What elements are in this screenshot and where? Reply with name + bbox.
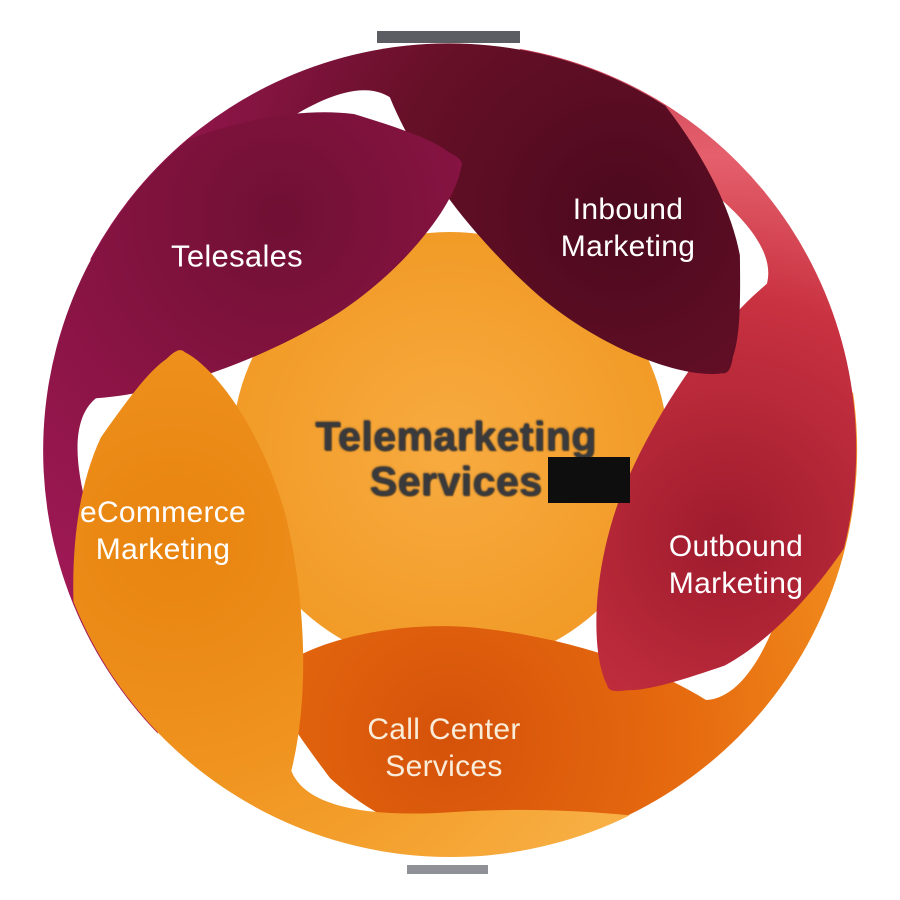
label-telesales: Telesales: [171, 238, 303, 275]
label-ecommerce-line1: eCommerce: [79, 496, 247, 529]
label-outbound-line2: Marketing: [668, 567, 804, 600]
segment-ecommerce-marketing: [73, 350, 630, 858]
label-inbound-line2: Marketing: [560, 230, 696, 263]
artifact-top-gray-band: [377, 31, 520, 43]
label-inbound-marketing: Inbound Marketing: [561, 191, 695, 265]
segment-telesales: [43, 112, 462, 734]
label-call-center-services: Call Center Services: [367, 711, 520, 785]
label-telesales-line1: Telesales: [171, 238, 303, 274]
label-call-center-line2: Services: [385, 750, 503, 783]
center-title-line2: Services: [369, 458, 543, 504]
segment-call-center-services: [271, 392, 858, 855]
center-title-line1: Telemarketing: [315, 413, 597, 459]
artifact-bottom-gray-bar: [407, 865, 488, 874]
label-inbound-line1: Inbound: [572, 193, 684, 226]
label-call-center-line1: Call Center: [367, 713, 521, 746]
label-outbound-line1: Outbound: [668, 530, 804, 563]
label-outbound-marketing: Outbound Marketing: [669, 528, 803, 602]
segment-outbound-marketing: [519, 48, 857, 692]
label-ecommerce-marketing: eCommerce Marketing: [80, 494, 246, 568]
center-title: Telemarketing Services: [315, 414, 596, 504]
hub-disk: [232, 232, 668, 668]
label-ecommerce-line2: Marketing: [95, 533, 231, 566]
artifact-black-block: [548, 457, 630, 503]
